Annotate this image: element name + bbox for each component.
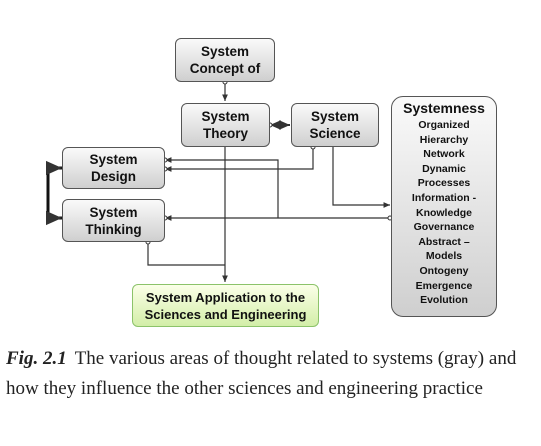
systemness-item: Models	[425, 250, 463, 263]
node-label: System Application to the	[145, 289, 306, 305]
systemness-item: Abstract –	[418, 235, 470, 248]
node-system-theory: System Theory	[181, 103, 270, 147]
systemness-item: Network	[423, 148, 465, 161]
systemness-list: Organized Hierarchy Network Dynamic Proc…	[412, 118, 476, 308]
node-label: Science	[309, 126, 361, 141]
systemness-item: Hierarchy	[419, 133, 469, 146]
caption-text: The various areas of thought related to …	[6, 348, 517, 399]
node-label: System	[201, 109, 250, 124]
node-label: Concept of	[189, 61, 261, 76]
node-system-concept: System Concept of	[175, 38, 275, 82]
node-label: System	[89, 204, 138, 220]
node-label: Design	[90, 169, 136, 184]
systemness-item: Information -	[411, 191, 477, 204]
systemness-item: Evolution	[420, 294, 468, 307]
node-system-science: System Science	[291, 103, 379, 147]
node-label: System	[310, 109, 360, 124]
node-system-application: System Application to the Sciences and E…	[132, 284, 319, 327]
systemness-item: Dynamic	[422, 162, 466, 175]
figure-label: Fig. 2.1	[6, 348, 67, 369]
arrow-science-to-systemness	[332, 147, 390, 208]
systemness-title: Systemness	[403, 100, 485, 116]
arrow-systemness-to-design	[165, 157, 279, 218]
arrow-design-thinking	[45, 160, 62, 226]
systemness-item: Emergence	[415, 279, 473, 292]
systemness-item: Organized	[418, 119, 470, 131]
systemness-item: Knowledge	[415, 206, 472, 219]
systemness-item: Governance	[413, 221, 475, 234]
systemness-item: Ontogeny	[419, 264, 469, 277]
node-label: System	[89, 152, 138, 167]
node-label: Theory	[202, 126, 248, 141]
node-label: Thinking	[85, 221, 142, 237]
node-label: System	[200, 44, 250, 59]
node-system-thinking: System Thinking	[62, 199, 165, 242]
node-label: Sciences and Engineering	[144, 306, 307, 322]
node-systemness: Systemness Organized Hierarchy Network D…	[391, 96, 497, 317]
node-system-design: System Design	[62, 147, 165, 189]
arrow-thinking-to-application	[147, 242, 225, 266]
arrow-science-to-design	[165, 147, 314, 172]
systemness-item: Processes	[417, 177, 471, 190]
